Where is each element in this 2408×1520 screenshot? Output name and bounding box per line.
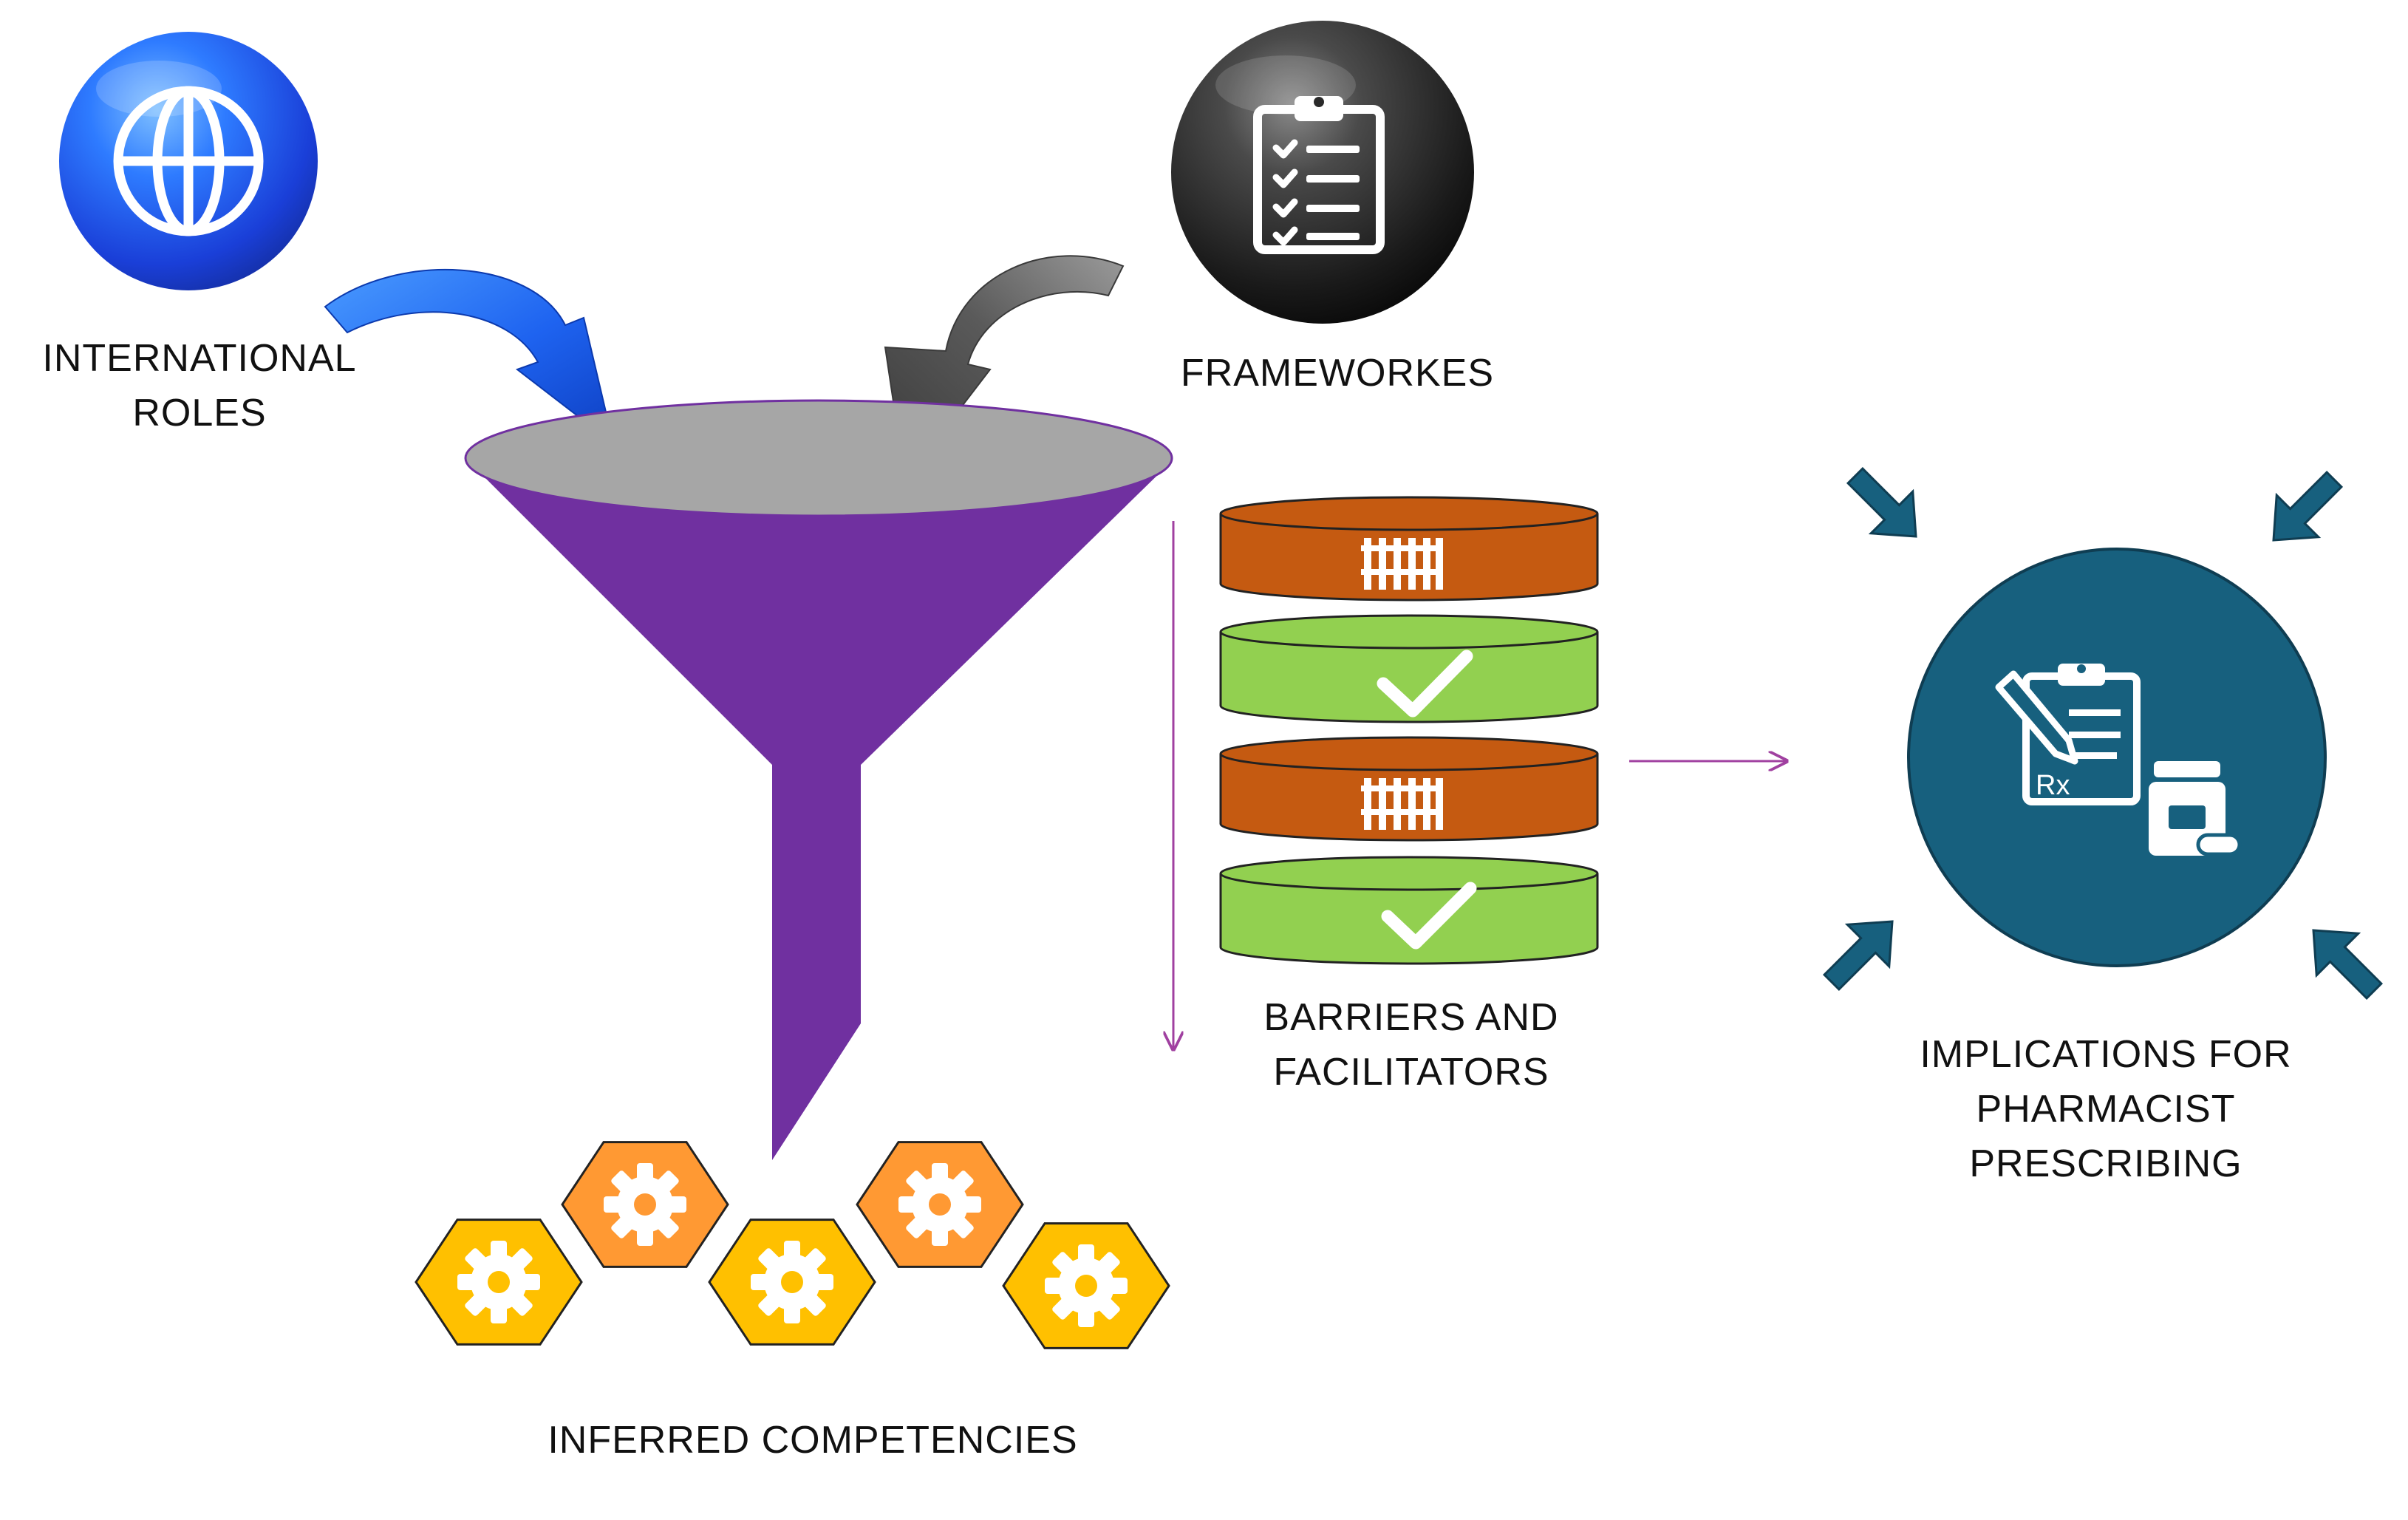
inward-arrow-bottom-left <box>1822 920 1894 992</box>
inward-arrow-top-left <box>1846 466 1917 538</box>
checkmark-icon <box>1381 882 1477 950</box>
blue-curved-arrow <box>324 269 615 446</box>
rx-symbol: Rx <box>2036 770 2070 801</box>
implications-line-3: PRESCRIBING <box>1969 1142 2242 1185</box>
frameworks-line-1: FRAMEWORKES <box>1180 352 1495 395</box>
globe-icon <box>113 86 264 236</box>
implications-label: IMPLICATIONS FOR PHARMACIST PRESCRIBING <box>1825 1027 2387 1191</box>
competency-hexagon-1 <box>415 1219 583 1346</box>
competency-hexagons <box>415 1141 1170 1349</box>
competency-hexagon-4 <box>856 1141 1024 1268</box>
pill-bottle-icon <box>2149 761 2242 856</box>
gear-icon <box>604 1163 686 1246</box>
barriers-line-2: FACILITATORS <box>1273 1051 1549 1094</box>
frameworks-label: FRAMEWORKES <box>1138 346 1537 401</box>
fence-icon <box>1361 538 1443 590</box>
implications-line-2: PHARMACIST <box>1976 1088 2236 1131</box>
prescription-clipboard-icon: Rx <box>1995 664 2242 856</box>
competency-hexagon-2 <box>561 1141 729 1268</box>
facilitator-disk-2 <box>1219 856 1599 965</box>
facilitator-disk-1 <box>1219 614 1599 723</box>
international-roles-line-2: ROLES <box>132 392 267 434</box>
fence-icon <box>1361 778 1443 830</box>
inferred-competencies-line-1: INFERRED COMPETENCIES <box>548 1419 1078 1462</box>
checkmark-icon <box>1377 650 1473 718</box>
implications-line-1: IMPLICATIONS FOR <box>1920 1033 2292 1076</box>
competency-hexagon-5 <box>1002 1222 1170 1349</box>
frameworks-sphere <box>1171 21 1474 324</box>
implications-circle: Rx <box>1907 548 2327 967</box>
gear-icon <box>751 1241 833 1323</box>
competency-hexagon-3 <box>708 1219 876 1346</box>
international-roles-label: INTERNATIONAL ROLES <box>15 331 384 440</box>
barrier-disk-1 <box>1219 496 1599 601</box>
gear-icon <box>457 1241 540 1323</box>
barriers-line-1: BARRIERS AND <box>1263 996 1559 1039</box>
gear-icon <box>898 1163 981 1246</box>
clipboard-checklist-icon <box>1253 96 1385 254</box>
international-roles-sphere <box>59 32 318 290</box>
international-roles-line-1: INTERNATIONAL <box>42 337 357 380</box>
barrier-disk-2 <box>1219 736 1599 842</box>
barriers-facilitators-label: BARRIERS AND FACILITATORS <box>1212 990 1611 1100</box>
inferred-competencies-label: INFERRED COMPETENCIES <box>443 1413 1182 1468</box>
gear-icon <box>1045 1244 1128 1327</box>
funnel-icon <box>464 399 1173 1160</box>
inward-arrow-bottom-right <box>2312 929 2384 1001</box>
inward-arrow-top-right <box>2272 470 2344 542</box>
